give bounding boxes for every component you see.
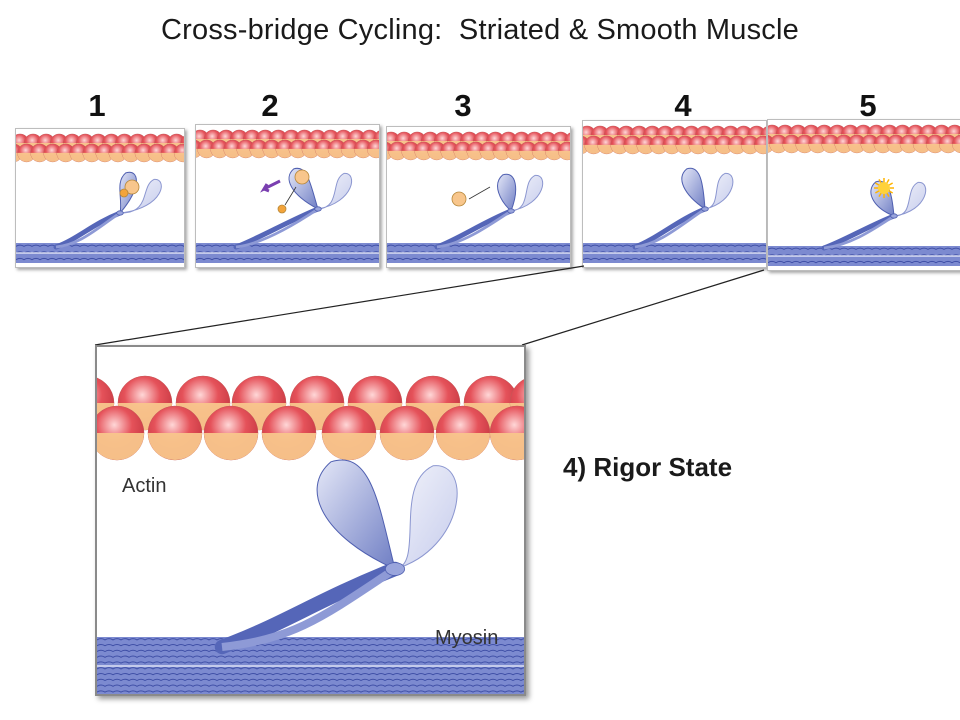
actin-monomer [56, 143, 75, 163]
actin-monomer [847, 134, 867, 154]
myosin-head [214, 459, 458, 655]
adp-molecule [451, 191, 467, 207]
myosin-label: Myosin [435, 627, 499, 649]
actin-monomer [701, 135, 721, 155]
thick-filament [16, 243, 184, 263]
actin-monomer [321, 405, 377, 461]
step-5-panel [767, 119, 960, 271]
step-2-panel [195, 124, 380, 268]
actin-filament [16, 133, 184, 163]
actin-label: Actin [122, 475, 167, 497]
myosin-head [53, 171, 162, 250]
actin-monomer [435, 405, 491, 461]
adp-release-arrow [468, 186, 491, 200]
thick-filament [583, 243, 766, 263]
actin-monomer [147, 405, 203, 461]
actin-monomer [808, 134, 827, 154]
actin-filament [768, 124, 960, 154]
release-arrow [284, 186, 297, 206]
atp-molecule [124, 179, 140, 195]
actin-monomer [203, 405, 259, 461]
actin-monomer [43, 143, 62, 163]
actin-monomer [834, 134, 854, 154]
zoom-line-left [94, 265, 585, 346]
rigor-state-detail-panel: Actin Myosin [95, 345, 526, 696]
adp-molecule [294, 169, 310, 185]
actin-monomer [584, 135, 603, 155]
actin-filament [583, 125, 766, 155]
thick-filament [196, 243, 379, 263]
actin-monomer [952, 134, 960, 154]
thick-filament [387, 243, 570, 263]
actin-filament [196, 129, 379, 159]
step-number-2: 2 [261, 88, 279, 123]
actin-monomer [662, 135, 682, 155]
actin-monomer [753, 135, 766, 155]
myosin-head [821, 180, 927, 251]
step-4-panel [582, 120, 767, 268]
atp-binding-icon [874, 178, 894, 198]
actin-monomer [379, 405, 435, 461]
actin-monomer [489, 405, 524, 461]
actin-monomer [557, 141, 570, 161]
actin-filament [387, 131, 570, 161]
actin-monomer [388, 141, 407, 161]
step-number-5: 5 [859, 88, 877, 123]
phosphate-molecule [277, 204, 287, 214]
actin-monomer [97, 405, 145, 461]
actin-monomer [912, 134, 932, 154]
step-number-1: 1 [88, 88, 106, 123]
actin-monomer [261, 405, 317, 461]
actin-monomer [173, 143, 184, 163]
step-3-panel [386, 126, 571, 268]
actin-filament-large [97, 375, 524, 461]
myosin-head [233, 167, 352, 250]
myosin-head [434, 173, 544, 250]
power-stroke-arrow-icon [260, 179, 281, 193]
slide-title: Cross-bridge Cycling: Striated & Smooth … [161, 14, 799, 46]
thick-filament [97, 637, 524, 694]
actin-monomer [414, 141, 433, 161]
step-1-panel [15, 128, 185, 268]
phosphate-molecule [119, 188, 129, 198]
actin-monomer [366, 139, 379, 159]
rigor-state-heading: 4) Rigor State [563, 452, 733, 482]
actin-monomer [427, 141, 446, 161]
myosin-head [632, 167, 734, 250]
actin-monomer [531, 141, 551, 161]
zoom-line-right [521, 269, 765, 346]
step-number-3: 3 [454, 88, 472, 123]
step-number-4: 4 [674, 88, 692, 123]
thick-filament [768, 246, 960, 266]
actin-monomer [353, 139, 373, 159]
